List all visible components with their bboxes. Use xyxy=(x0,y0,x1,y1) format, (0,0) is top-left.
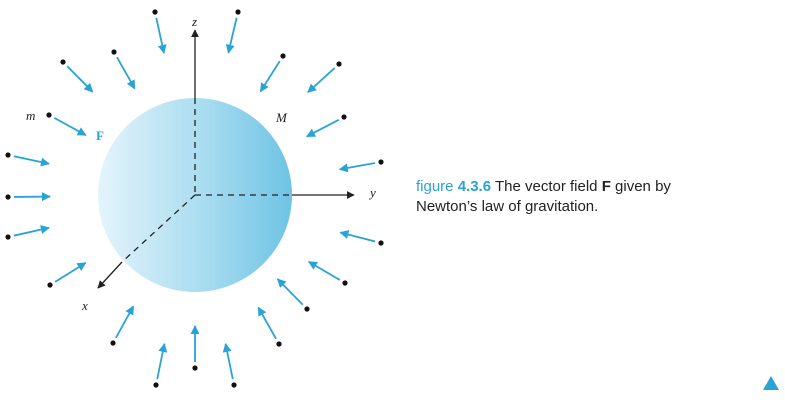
x-axis-solid xyxy=(97,261,123,289)
field-arrow xyxy=(66,65,94,93)
test-mass-dot xyxy=(111,49,117,55)
test-mass-dot xyxy=(47,282,53,288)
large-mass-label: M xyxy=(275,110,288,125)
field-arrow xyxy=(276,278,304,306)
field-arrow xyxy=(305,118,340,138)
axes xyxy=(97,29,355,289)
test-mass-dot xyxy=(336,61,342,67)
x-axis-dashed xyxy=(121,194,196,263)
triangle-up-icon xyxy=(763,376,779,390)
caption-number: 4.3.6 xyxy=(457,178,492,195)
field-arrow xyxy=(338,162,376,173)
small-mass-label: m xyxy=(26,108,35,123)
caption-line-2: Newton’s law of gravitation. xyxy=(416,198,599,215)
field-arrow xyxy=(307,67,336,93)
test-mass-dot xyxy=(304,306,310,312)
field-arrow xyxy=(13,155,50,167)
field-arrows xyxy=(5,9,384,388)
test-mass-dot xyxy=(378,159,384,165)
caption-bold-symbol: F xyxy=(601,178,611,195)
field-arrow xyxy=(156,342,168,380)
field-arrow xyxy=(257,306,277,340)
test-mass-dot xyxy=(60,59,66,65)
field-arrow xyxy=(53,117,87,136)
field-arrow xyxy=(155,17,167,54)
test-mass-dot xyxy=(276,341,282,347)
figure-caption: figure 4.3.6 The vector field F given by… xyxy=(416,177,756,217)
test-mass-dot xyxy=(235,9,241,15)
field-arrow xyxy=(222,342,234,380)
test-mass-dot xyxy=(46,112,52,118)
test-mass-dot xyxy=(231,382,237,388)
field-arrow xyxy=(54,262,87,283)
test-mass-dot xyxy=(5,152,11,158)
field-label: F xyxy=(96,128,104,143)
vector-field-figure: z y x m M F xyxy=(5,9,384,388)
test-mass-dot xyxy=(153,382,159,388)
field-arrow xyxy=(115,305,135,339)
caption-prefix: figure xyxy=(416,178,454,195)
field-arrow xyxy=(259,60,281,93)
test-mass-dot xyxy=(280,53,286,59)
field-arrow xyxy=(339,230,376,243)
y-axis-label: y xyxy=(368,185,376,200)
test-mass-dot xyxy=(5,194,11,200)
field-arrow xyxy=(13,225,50,237)
field-arrow xyxy=(307,260,341,281)
test-mass-dot xyxy=(378,240,384,246)
z-axis-label: z xyxy=(191,14,197,29)
test-mass-dot xyxy=(341,114,347,120)
test-mass-dot xyxy=(342,280,348,286)
x-axis-label: x xyxy=(81,298,88,313)
test-mass-dot xyxy=(110,340,116,346)
test-mass-dot xyxy=(152,9,158,15)
caption-text-1: The vector field xyxy=(491,178,602,195)
field-arrow xyxy=(225,17,238,54)
field-arrow xyxy=(116,56,136,90)
test-mass-dot xyxy=(5,234,11,240)
test-mass-dot xyxy=(192,365,198,371)
caption-text-2: given by xyxy=(610,178,671,195)
